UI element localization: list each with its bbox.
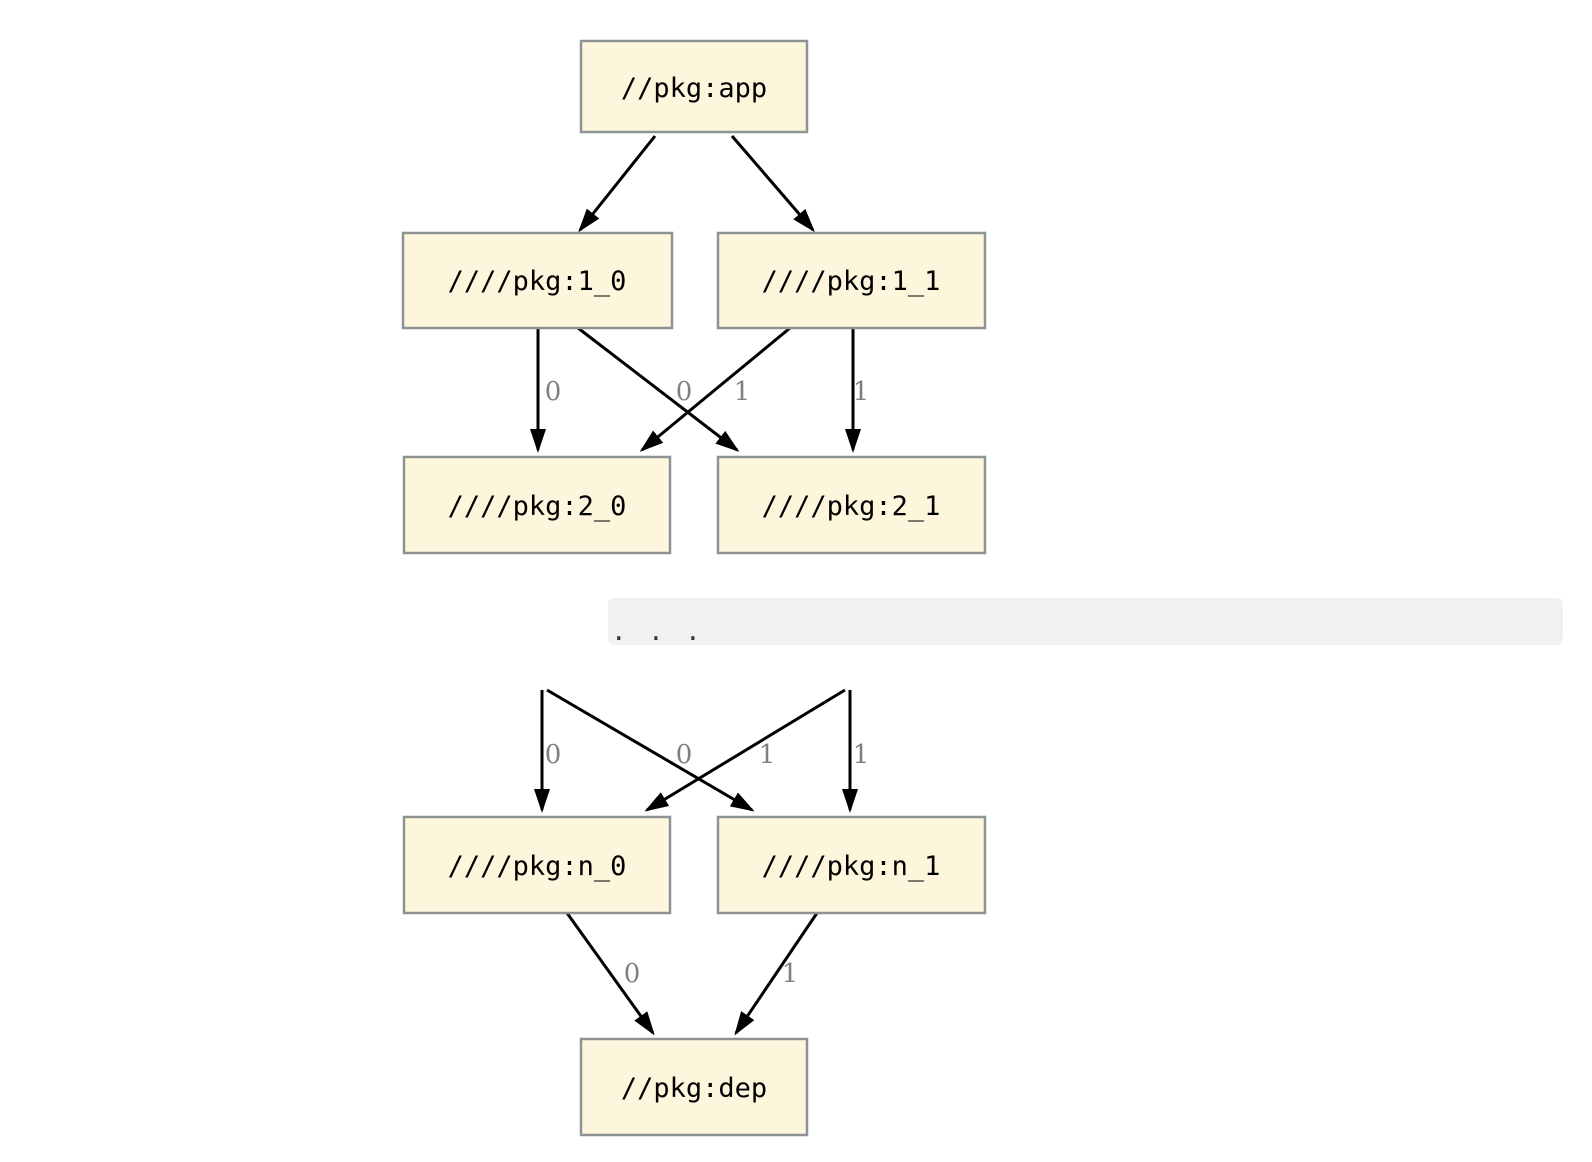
edge-app-to-1_1 — [730, 135, 815, 233]
node-label-pkg-n_0: ////pkg:n_0 — [448, 851, 627, 882]
node-pkg-1_0: ////pkg:1_0 — [401, 231, 674, 330]
node-label-pkg-dep: //pkg:dep — [621, 1073, 767, 1104]
edge-1_0-to-2_1 — [577, 326, 740, 452]
edge-label: 0 — [545, 740, 562, 770]
node-label-pkg-n_1: ////pkg:n_1 — [762, 851, 941, 882]
node-box-pkg-2_1 — [716, 455, 987, 555]
edge-ellipsis-to-n_0-cross — [644, 688, 846, 812]
node-label-pkg-app: //pkg:app — [621, 73, 767, 104]
node-box-pkg-1_0 — [401, 231, 674, 330]
edge-label: 1 — [782, 959, 799, 989]
edge-label: 1 — [759, 740, 776, 770]
node-pkg-n_0: ////pkg:n_0 — [402, 815, 672, 915]
edge-label: 1 — [853, 740, 870, 770]
node-pkg-2_1: ////pkg:2_1 — [716, 455, 987, 555]
node-label-pkg-2_1: ////pkg:2_1 — [762, 491, 941, 522]
edge-label: 0 — [676, 377, 693, 407]
edge-n_0-to-dep — [565, 912, 655, 1036]
node-pkg-1_1: ////pkg:1_1 — [716, 231, 987, 330]
edge-label: 1 — [734, 377, 751, 407]
edge-label: 0 — [676, 740, 693, 770]
edge-1_1-to-2_0 — [639, 326, 791, 452]
ellipsis-band — [608, 598, 1563, 645]
edge-label: 0 — [545, 377, 562, 407]
node-label-pkg-1_1: ////pkg:1_1 — [762, 266, 941, 297]
node-label-pkg-2_0: ////pkg:2_0 — [448, 491, 627, 522]
node-pkg-n_1: ////pkg:n_1 — [716, 815, 987, 915]
ellipsis-text: . . . — [614, 613, 707, 648]
node-box-pkg-2_0 — [402, 455, 672, 555]
edge-label: 1 — [853, 377, 870, 407]
node-pkg-app: //pkg:app — [579, 39, 809, 134]
edge-n_1-to-dep — [734, 912, 819, 1036]
node-box-pkg-1_1 — [716, 231, 987, 330]
node-pkg-2_0: ////pkg:2_0 — [402, 455, 672, 555]
node-box-pkg-n_1 — [716, 815, 987, 915]
edge-app-to-1_0 — [578, 135, 657, 233]
node-box-pkg-n_0 — [402, 815, 672, 915]
edge-label: 0 — [624, 959, 641, 989]
node-label-pkg-1_0: ////pkg:1_0 — [448, 266, 627, 297]
node-box-pkg-dep — [579, 1037, 809, 1137]
edge-ellipsis-to-n_1-cross — [546, 688, 755, 812]
node-pkg-dep: //pkg:dep — [579, 1037, 809, 1137]
node-box-pkg-app — [579, 39, 809, 134]
